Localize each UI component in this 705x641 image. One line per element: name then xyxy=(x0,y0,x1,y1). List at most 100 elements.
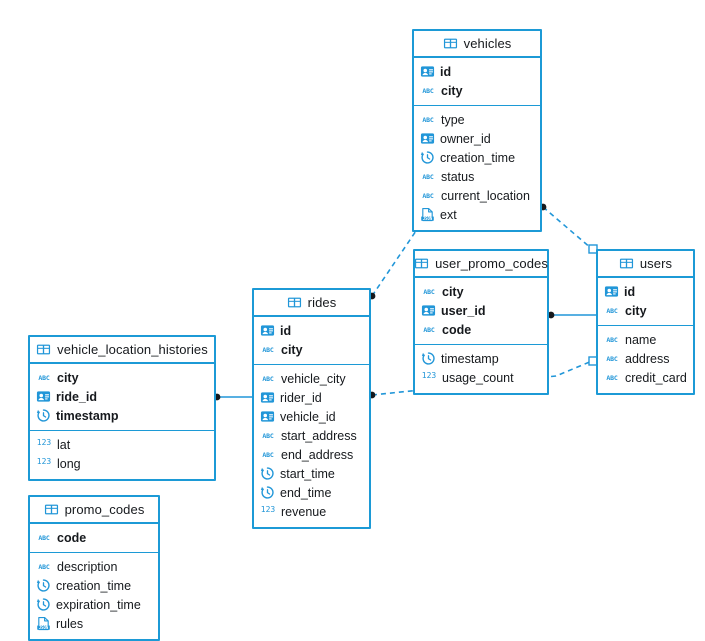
column-label: id xyxy=(280,323,292,338)
primary-key-row[interactable]: id xyxy=(414,62,540,81)
table-header-rides[interactable]: rides xyxy=(254,290,369,317)
column-row[interactable]: ABC end_address xyxy=(254,445,369,464)
primary-key-row[interactable]: id xyxy=(254,321,369,340)
column-label: code xyxy=(57,530,87,545)
column-row[interactable]: creation_time xyxy=(30,576,158,595)
string-icon: ABC xyxy=(262,450,274,459)
column-label: lat xyxy=(57,437,71,452)
uuid-icon xyxy=(260,390,275,405)
column-row[interactable]: expiration_time xyxy=(30,595,158,614)
column-row[interactable]: start_time xyxy=(254,464,369,483)
table-icon xyxy=(44,502,59,517)
column-row[interactable]: ABC description xyxy=(30,557,158,576)
uuid-icon xyxy=(260,409,275,424)
string-icon: ABC xyxy=(422,191,434,200)
timestamp-icon xyxy=(36,597,51,612)
timestamp-icon xyxy=(36,578,51,593)
column-row[interactable]: creation_time xyxy=(414,148,540,167)
string-icon: ABC xyxy=(423,325,435,334)
relationship-vehicles-to-users[interactable] xyxy=(539,203,598,254)
relationship-vehicle_location_histories-to-rides[interactable] xyxy=(213,393,252,401)
column-label: creation_time xyxy=(440,150,516,165)
table-icon xyxy=(619,256,634,271)
column-row[interactable]: owner_id xyxy=(414,129,540,148)
table-header-vehicles[interactable]: vehicles xyxy=(414,31,540,58)
column-label: end_address xyxy=(281,447,354,462)
json-icon: JSON xyxy=(36,616,51,631)
column-row[interactable]: vehicle_id xyxy=(254,407,369,426)
column-label: revenue xyxy=(281,504,327,519)
number-icon: 123 xyxy=(36,437,52,447)
column-label: city xyxy=(57,370,79,385)
table-header-vehicle_location_histories[interactable]: vehicle_location_histories xyxy=(30,337,214,364)
primary-key-row[interactable]: timestamp xyxy=(30,406,214,425)
column-label: city xyxy=(441,83,463,98)
uuid-icon xyxy=(421,303,436,318)
number-icon: 123 xyxy=(260,504,276,514)
column-row[interactable]: ABC status xyxy=(414,167,540,186)
column-label: ext xyxy=(440,207,457,222)
string-icon: ABC xyxy=(606,335,618,344)
column-label: city xyxy=(281,342,303,357)
column-label: timestamp xyxy=(441,351,499,366)
primary-key-row[interactable]: user_id xyxy=(415,301,547,320)
column-row[interactable]: 123 revenue xyxy=(254,502,369,521)
string-icon: ABC xyxy=(38,562,50,571)
table-title: rides xyxy=(307,295,337,310)
column-row[interactable]: 123 lat xyxy=(30,435,214,454)
column-row[interactable]: timestamp xyxy=(415,349,547,368)
timestamp-icon xyxy=(421,351,436,366)
column-row[interactable]: rider_id xyxy=(254,388,369,407)
uuid-icon xyxy=(604,284,619,299)
column-label: status xyxy=(441,169,475,184)
table-header-users[interactable]: users xyxy=(598,251,693,278)
primary-key-row[interactable]: id xyxy=(598,282,693,301)
relationship-user_promo_codes-to-users[interactable] xyxy=(547,311,596,319)
primary-key-row[interactable]: ride_id xyxy=(30,387,214,406)
table-header-user_promo_codes[interactable]: user_promo_codes xyxy=(415,251,548,278)
uuid-icon xyxy=(420,64,435,79)
table-icon xyxy=(287,295,302,310)
table-header-promo_codes[interactable]: promo_codes xyxy=(30,497,158,524)
column-label: ride_id xyxy=(56,389,97,404)
column-row[interactable]: end_time xyxy=(254,483,369,502)
string-icon: ABC xyxy=(422,172,434,181)
relationship-line xyxy=(371,227,419,297)
column-label: address xyxy=(625,351,670,366)
column-label: description xyxy=(57,559,118,574)
svg-text:JSON: JSON xyxy=(39,625,49,630)
column-label: vehicle_city xyxy=(281,371,346,386)
table-title: promo_codes xyxy=(64,502,145,517)
